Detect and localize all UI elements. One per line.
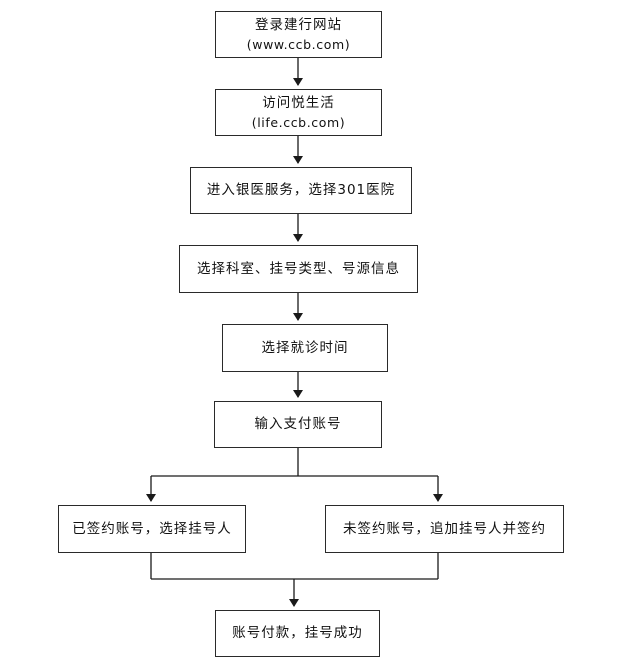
step-enter-label: 进入银医服务，选择301医院 (206, 182, 396, 198)
step-visit: 访问悦生活 (life.ccb.com) (215, 89, 382, 136)
step-success-label: 账号付款，挂号成功 (232, 625, 363, 641)
step-enter-pay-account: 输入支付账号 (214, 401, 382, 448)
step-pay-account-label: 输入支付账号 (254, 416, 342, 432)
step-login-url: (www.ccb.com) (246, 36, 351, 52)
step-unsigned-label: 未签约账号，追加挂号人并签约 (343, 520, 546, 537)
step-visit-url: (life.ccb.com) (251, 114, 346, 130)
step-login: 登录建行网站 (www.ccb.com) (215, 11, 382, 58)
step-login-label: 登录建行网站 (255, 16, 342, 33)
step-signed-label: 已签约账号，选择挂号人 (72, 520, 232, 537)
step-payment-success: 账号付款，挂号成功 (215, 610, 380, 657)
step-dept-label: 选择科室、挂号类型、号源信息 (197, 260, 400, 277)
step-select-time: 选择就诊时间 (222, 324, 388, 372)
step-enter-bank-medical: 进入银医服务，选择301医院 (190, 167, 412, 214)
step-select-department: 选择科室、挂号类型、号源信息 (179, 245, 418, 293)
step-signed-account: 已签约账号，选择挂号人 (58, 505, 246, 553)
step-time-label: 选择就诊时间 (261, 339, 349, 356)
step-unsigned-account: 未签约账号，追加挂号人并签约 (325, 505, 564, 553)
step-visit-label: 访问悦生活 (262, 94, 335, 111)
